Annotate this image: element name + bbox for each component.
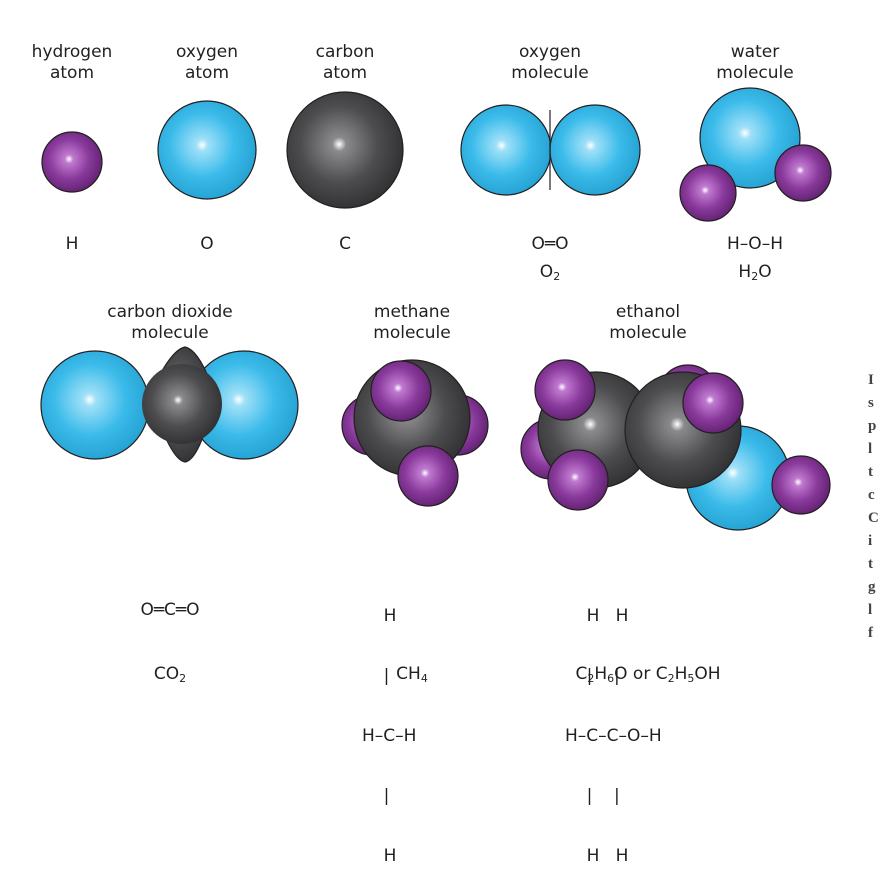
formula-subscript: 2 <box>751 270 759 283</box>
label-carbon-dioxide-molecule: carbon dioxide molecule <box>107 302 233 344</box>
formula-subscript: 4 <box>420 672 428 685</box>
struct-line: H <box>362 846 397 866</box>
clipped-char: l <box>868 441 873 457</box>
water-molecule-model <box>679 87 832 222</box>
formula-part: OH <box>694 664 721 684</box>
formula-carbon-dioxide: CO2 <box>154 664 186 684</box>
formula-part: H <box>738 262 752 282</box>
struct-line: | <box>362 786 390 806</box>
formula-oxygen-molecule: O2 <box>540 262 560 282</box>
formula-part: CH <box>396 664 421 684</box>
clipped-char: t <box>868 556 873 572</box>
label-line: oxygen <box>518 42 582 62</box>
formula-subscript: 2 <box>179 672 187 685</box>
struct-line: | | <box>565 666 620 686</box>
label-line: hydrogen <box>31 42 113 62</box>
formula-connector: or <box>632 664 651 684</box>
structural-ethanol: H H | | H–C–C–O–H | | H H <box>565 566 662 886</box>
label-line: ethanol <box>615 302 681 322</box>
symbol-carbon: C <box>339 234 351 254</box>
label-carbon-atom: carbon atom <box>316 42 375 84</box>
structural-carbon-dioxide: O═C═O <box>140 600 200 620</box>
label-line: water <box>730 42 780 62</box>
formula-subscript: 5 <box>687 672 695 685</box>
methane-model <box>341 359 489 507</box>
formula-part: O <box>539 262 554 282</box>
structural-methane: H | H–C–H | H <box>362 566 416 886</box>
label-line: atom <box>322 63 368 83</box>
label-line: atom <box>184 63 230 83</box>
formula-ethanol: C2H6O or C2H5OH <box>575 664 720 684</box>
label-line: molecule <box>716 63 794 83</box>
struct-line: H–C–C–O–H <box>565 726 662 746</box>
struct-line: H H <box>565 846 629 866</box>
label-line: carbon dioxide <box>107 302 233 322</box>
label-line: carbon <box>315 42 375 62</box>
carbon-atom-sphere <box>286 91 404 209</box>
label-line: methane <box>373 302 451 322</box>
clipped-char: I <box>868 372 874 388</box>
clipped-char: p <box>868 418 877 434</box>
carbon-dioxide-model <box>40 346 299 463</box>
label-oxygen-atom: oxygen atom <box>176 42 238 84</box>
struct-line: H–C–H <box>362 726 417 746</box>
formula-part: CO <box>153 664 180 684</box>
label-ethanol-molecule: ethanol molecule <box>609 302 686 344</box>
label-line: oxygen <box>175 42 239 62</box>
formula-part: C <box>655 664 668 684</box>
formula-methane: CH4 <box>396 664 428 684</box>
formula-part: C <box>575 664 588 684</box>
label-water-molecule: water molecule <box>716 42 793 84</box>
molecule-diagram <box>40 87 832 531</box>
label-line: molecule <box>511 63 589 83</box>
label-methane-molecule: methane molecule <box>373 302 450 344</box>
formula-part: O <box>758 262 772 282</box>
label-line: atom <box>49 63 95 83</box>
formula-part: O <box>614 664 628 684</box>
formula-subscript: 2 <box>667 672 675 685</box>
label-hydrogen-atom: hydrogen atom <box>32 42 113 84</box>
formula-subscript: 6 <box>607 672 615 685</box>
clipped-char: f <box>868 625 873 641</box>
struct-line: H <box>362 606 397 626</box>
clipped-char: g <box>868 579 876 595</box>
clipped-char: t <box>868 464 873 480</box>
struct-line: H H <box>565 606 629 626</box>
label-oxygen-molecule: oxygen molecule <box>511 42 588 84</box>
label-line: molecule <box>131 323 209 343</box>
clipped-char: c <box>868 487 875 503</box>
clipped-char: s <box>868 395 874 411</box>
oxygen-atom-sphere <box>157 100 257 200</box>
clipped-char: l <box>868 602 873 618</box>
formula-part: H <box>594 664 608 684</box>
oxygen-molecule-model <box>460 104 641 196</box>
struct-line: | <box>362 666 390 686</box>
hydrogen-atom-sphere <box>41 131 103 193</box>
symbol-hydrogen: H <box>65 234 79 254</box>
clipped-char: C <box>868 510 879 526</box>
struct-line: | | <box>565 786 620 806</box>
label-line: molecule <box>373 323 451 343</box>
formula-water-molecule: H2O <box>738 262 771 282</box>
formula-subscript: 2 <box>587 672 595 685</box>
formula-subscript: 2 <box>553 270 561 283</box>
structural-water-molecule: H–O–H <box>727 234 783 254</box>
ethanol-model <box>520 359 831 531</box>
symbol-oxygen: O <box>200 234 214 254</box>
structural-oxygen-molecule: O═O <box>531 234 569 254</box>
formula-part: H <box>674 664 688 684</box>
clipped-char: i <box>868 533 873 549</box>
label-line: molecule <box>609 323 687 343</box>
